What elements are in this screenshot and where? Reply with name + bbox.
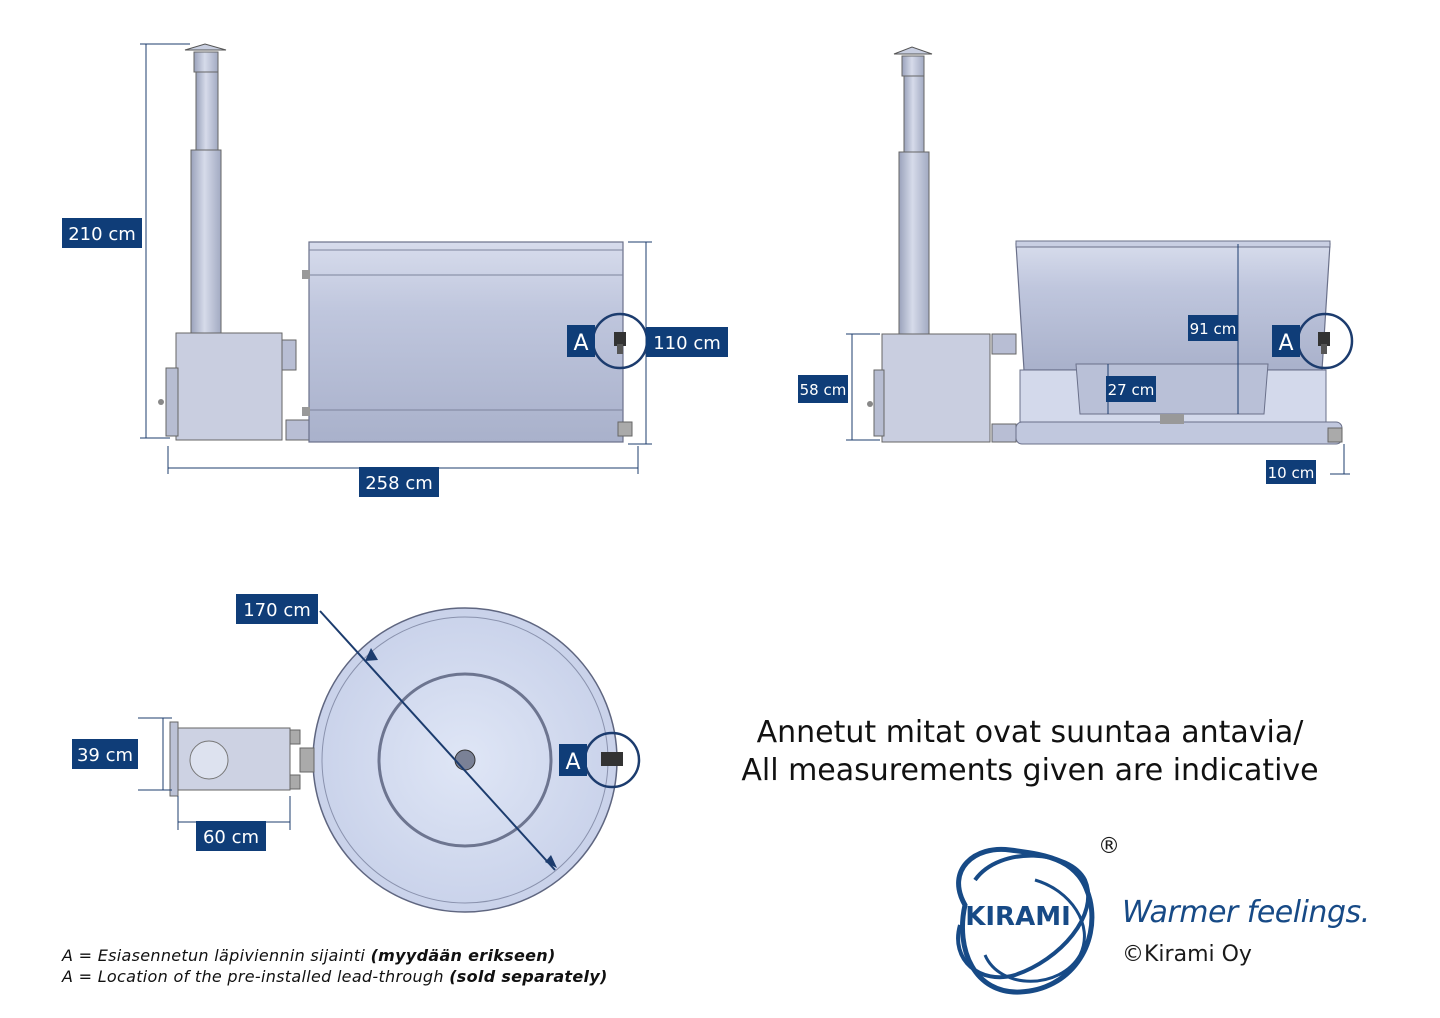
svg-text:A: A: [573, 331, 588, 356]
chimney-cap: [184, 43, 227, 51]
dimension-labels: 210 cm 110 cm 258 cm 58 cm 91 cm 27 cm 1…: [62, 218, 1316, 851]
svg-text:10 cm: 10 cm: [1268, 464, 1315, 482]
dim-label-110: 110 cm: [646, 327, 728, 357]
svg-text:39 cm: 39 cm: [77, 745, 133, 766]
chimney-cap: [893, 46, 933, 55]
svg-text:A: A: [565, 750, 580, 775]
tub-base: [1015, 421, 1343, 445]
side-view: [140, 43, 652, 474]
dim-label-170: 170 cm: [236, 594, 318, 624]
registered-mark: ®: [1098, 834, 1120, 859]
svg-text:58 cm: 58 cm: [800, 381, 847, 399]
marker-a-top: A: [559, 744, 587, 776]
svg-text:170 cm: 170 cm: [243, 600, 311, 621]
dim-label-58: 58 cm: [798, 375, 848, 403]
bench: [1075, 363, 1269, 415]
dim-label-210: 210 cm: [62, 218, 142, 248]
svg-text:91 cm: 91 cm: [1190, 320, 1237, 338]
svg-text:258 cm: 258 cm: [365, 473, 433, 494]
dim-label-60: 60 cm: [196, 821, 266, 851]
side-dimension-lines: [140, 43, 652, 474]
svg-text:110 cm: 110 cm: [653, 333, 721, 354]
dim-label-39: 39 cm: [72, 739, 138, 769]
tub-top-inner: [377, 672, 553, 848]
marker-a-front: A: [1272, 325, 1300, 357]
svg-text:60 cm: 60 cm: [203, 827, 259, 848]
dim-label-27: 27 cm: [1106, 376, 1156, 402]
location-markers: A A A: [559, 325, 1300, 776]
brand-tagline: Warmer feelings.: [1122, 895, 1370, 930]
footnote-en-text: A = Location of the pre-installed lead-t…: [62, 967, 444, 986]
dim-label-91: 91 cm: [1188, 315, 1238, 341]
indicative-note-line1: Annetut mitat ovat suuntaa antavia/: [756, 715, 1304, 750]
footnote-en: A = Location of the pre-installed lead-t…: [62, 967, 608, 986]
logo-wordmark: KIRAMI: [965, 902, 1071, 932]
footnote-fi-bold: (myydään erikseen): [370, 946, 556, 965]
svg-text:210 cm: 210 cm: [68, 224, 136, 245]
marker-a-side: A: [567, 325, 595, 357]
svg-text:27 cm: 27 cm: [1108, 381, 1155, 399]
copyright: ©Kirami Oy: [1122, 942, 1252, 967]
dim-label-10: 10 cm: [1266, 460, 1316, 484]
chimney-pipe-lower: [190, 149, 222, 335]
dim-label-258: 258 cm: [359, 467, 439, 497]
indicative-note-line2: All measurements given are indicative: [741, 753, 1319, 788]
footnote-fi: A = Esiasennetun läpiviennin sijainti (m…: [62, 946, 556, 965]
stove-body: [175, 332, 283, 441]
front-view: [846, 46, 1354, 475]
footnote-en-bold: (sold separately): [449, 967, 608, 986]
chimney-pipe-upper: [195, 71, 219, 153]
kirami-logo: KIRAMI: [956, 846, 1095, 995]
footnote-fi-text: A = Esiasennetun läpiviennin sijainti: [62, 946, 366, 965]
stove-body: [881, 333, 991, 443]
svg-text:A: A: [1278, 331, 1293, 356]
top-view: [138, 607, 641, 913]
